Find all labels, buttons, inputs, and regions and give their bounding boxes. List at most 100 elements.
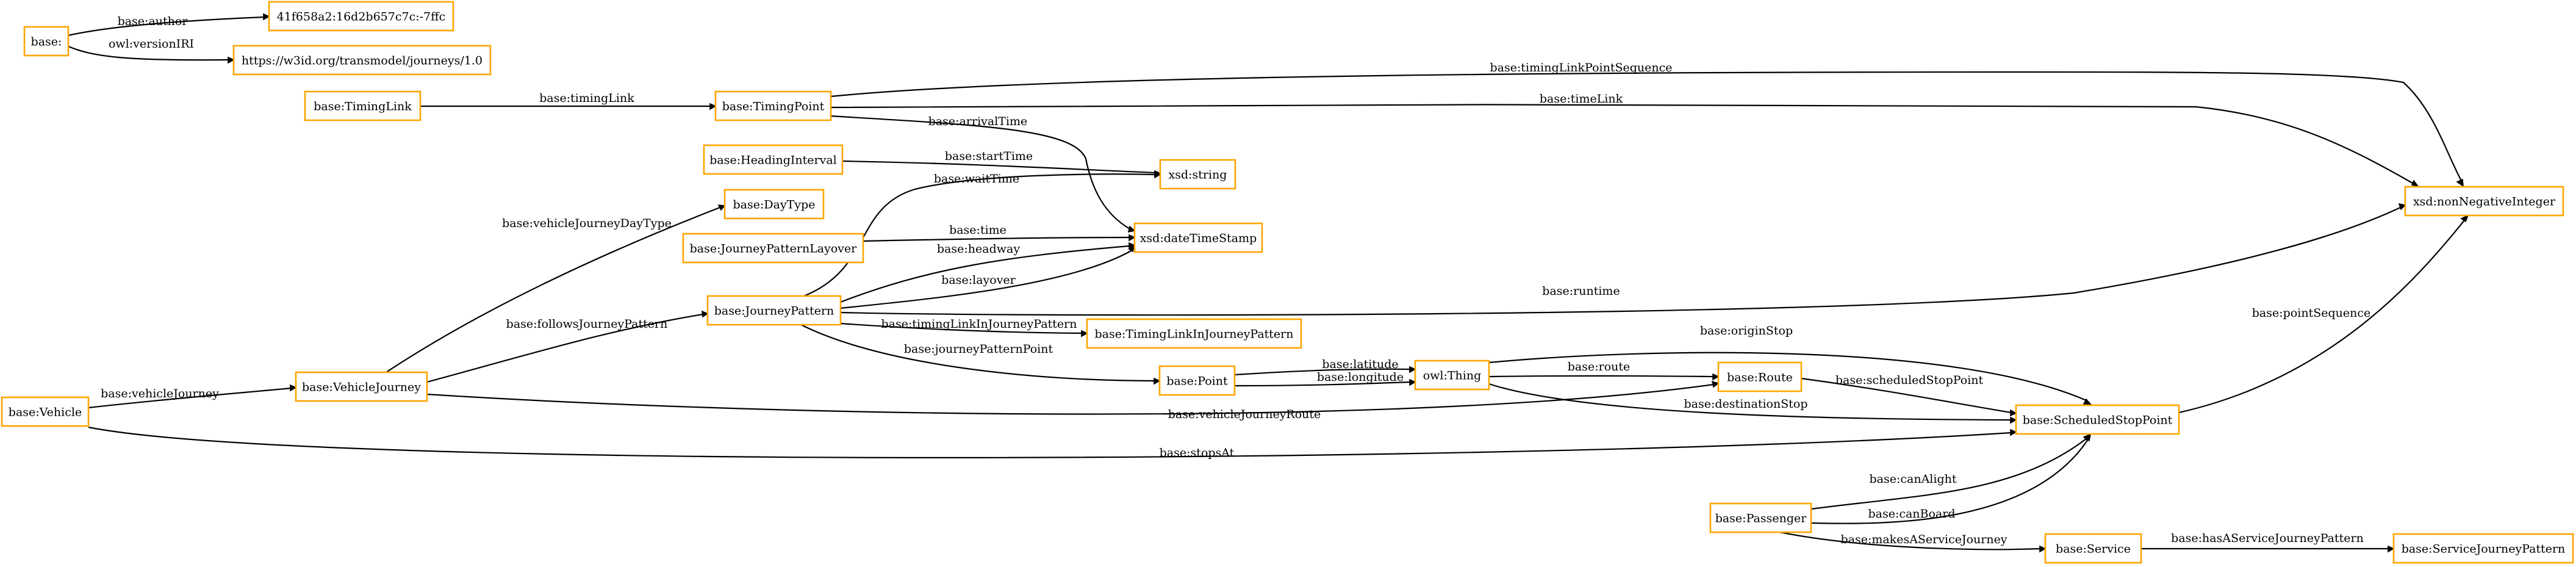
- edge-line: [1779, 531, 2041, 551]
- node-box[interactable]: [703, 144, 844, 175]
- arrowhead-icon: [2010, 428, 2017, 436]
- arrowhead-icon: [2010, 416, 2017, 424]
- node-day-type[interactable]: base:DayType: [723, 189, 825, 220]
- edge-originstop: base:originStop: [1488, 324, 2092, 405]
- edge-label: base:vehicleJourneyRoute: [1168, 408, 1321, 421]
- arrowhead-icon: [1712, 373, 1720, 381]
- node-box[interactable]: [23, 26, 70, 57]
- edge-line: [840, 245, 1130, 303]
- arrowhead-icon: [1409, 366, 1416, 374]
- edge-timelink: base:timeLink: [830, 92, 2419, 187]
- edge-label: base:makesAServiceJourney: [1840, 533, 2007, 546]
- edge-jppoint: base:journeyPatternPoint: [800, 324, 1161, 385]
- node-author-val[interactable]: 41f658a2:16d2b657c7c:-7ffc: [268, 1, 454, 32]
- edge-line: [842, 160, 1156, 174]
- node-box[interactable]: [1717, 361, 1803, 392]
- node-label: base:ServiceJourneyPattern: [2402, 543, 2566, 556]
- node-passenger[interactable]: base:Passenger: [1709, 502, 1812, 533]
- node-box[interactable]: [1709, 502, 1812, 533]
- arrowhead-icon: [701, 310, 709, 318]
- arrowhead-icon: [2010, 409, 2017, 417]
- node-box[interactable]: [1159, 159, 1236, 190]
- node-label: xsd:nonNegativeInteger: [2413, 195, 2556, 209]
- edge-line: [863, 236, 1130, 242]
- arrowhead-icon: [1711, 380, 1720, 388]
- node-service-journey-pattern[interactable]: base:ServiceJourneyPattern: [2392, 533, 2574, 564]
- edge-label: base:timeLink: [1540, 92, 1623, 106]
- edge-label: base:layover: [941, 273, 1016, 287]
- node-box[interactable]: [2044, 533, 2142, 564]
- node-label: base:JourneyPatternLayover: [690, 242, 858, 256]
- node-box[interactable]: [232, 45, 492, 76]
- node-xsd-datetimestamp[interactable]: xsd:dateTimeStamp: [1133, 222, 1263, 253]
- node-owl-thing[interactable]: owl:Thing: [1414, 359, 1490, 391]
- node-vehicle[interactable]: base:Vehicle: [1, 396, 90, 427]
- node-box[interactable]: [706, 295, 842, 326]
- edge-label: base:journeyPatternPoint: [904, 342, 1053, 356]
- node-timing-point[interactable]: base:TimingPoint: [714, 90, 832, 121]
- edge-label: base:route: [1568, 360, 1631, 374]
- edge-vehiclejourney: base:vehicleJourney: [88, 384, 297, 409]
- node-box[interactable]: [2404, 186, 2564, 217]
- node-journey-pattern[interactable]: base:JourneyPattern: [706, 295, 842, 326]
- edge-line: [1810, 439, 2089, 524]
- edge-line: [1488, 383, 2012, 421]
- arrowhead-icon: [2039, 545, 2047, 553]
- edge-tlinjp: base:timingLinkInJourneyPattern: [840, 317, 1088, 338]
- node-vehicle-journey[interactable]: base:VehicleJourney: [295, 371, 428, 402]
- node-jp-layover[interactable]: base:JourneyPatternLayover: [682, 233, 864, 264]
- arrowhead-icon: [2460, 214, 2469, 223]
- node-label: base:Passenger: [1715, 512, 1807, 525]
- edge-canalight: base:canAlight: [1810, 433, 2091, 510]
- node-box[interactable]: [2392, 533, 2574, 564]
- edge-line: [1234, 368, 1411, 376]
- node-box[interactable]: [723, 189, 825, 220]
- node-label: base:Vehicle: [9, 406, 82, 419]
- node-box[interactable]: [1086, 318, 1302, 349]
- node-label: base:Service: [2056, 543, 2131, 556]
- node-box[interactable]: [295, 371, 428, 402]
- node-box[interactable]: [1158, 365, 1236, 396]
- edge-runtime: base:runtime: [840, 203, 2406, 316]
- edge-line: [1488, 352, 2087, 402]
- arrowhead-icon: [1128, 234, 1136, 242]
- arrowhead-icon: [1128, 245, 1136, 253]
- node-version-iri[interactable]: https://w3id.org/transmodel/journeys/1.0: [232, 45, 492, 76]
- node-point[interactable]: base:Point: [1158, 365, 1236, 396]
- node-scheduled-stop-point[interactable]: base:ScheduledStopPoint: [2015, 404, 2180, 435]
- arrowhead-icon: [2398, 203, 2406, 211]
- node-box[interactable]: [1133, 222, 1263, 253]
- node-xsd-nonneg[interactable]: xsd:nonNegativeInteger: [2404, 186, 2564, 217]
- arrowhead-icon: [2388, 545, 2395, 553]
- node-label: base:TimingLink: [314, 100, 412, 114]
- node-box[interactable]: [2015, 404, 2180, 435]
- node-timing-link[interactable]: base:TimingLink: [304, 90, 422, 121]
- edge-vjdaytype: base:vehicleJourneyDayType: [386, 204, 726, 373]
- edge-label: base:vehicleJourney: [101, 387, 219, 400]
- edge-line: [88, 387, 292, 409]
- node-xsd-string[interactable]: xsd:string: [1159, 159, 1236, 190]
- node-box[interactable]: [268, 1, 454, 32]
- node-heading-interval[interactable]: base:HeadingInterval: [703, 144, 844, 175]
- arrowhead-icon: [1128, 242, 1136, 250]
- edge-label: base:canAlight: [1869, 472, 1956, 486]
- node-box[interactable]: [682, 233, 864, 264]
- node-route[interactable]: base:Route: [1717, 361, 1803, 392]
- edge-line: [68, 16, 265, 37]
- node-label: 41f658a2:16d2b657c7c:-7ffc: [277, 10, 446, 24]
- node-box[interactable]: [304, 90, 422, 121]
- node-box[interactable]: [1414, 359, 1490, 391]
- edge-pointseq: base:pointSequence: [2178, 214, 2469, 414]
- node-label: https://w3id.org/transmodel/journeys/1.0: [242, 54, 483, 68]
- node-box[interactable]: [1, 396, 90, 427]
- edge-label: base:waitTime: [934, 172, 1019, 186]
- edge-line: [840, 322, 1083, 334]
- edge-stopsat: base:stopsAt: [88, 426, 2017, 460]
- node-service[interactable]: base:Service: [2044, 533, 2142, 564]
- arrowhead-icon: [1409, 378, 1416, 386]
- node-box[interactable]: [714, 90, 832, 121]
- node-base-root[interactable]: base:: [23, 26, 70, 57]
- node-tl-in-jp[interactable]: base:TimingLinkInJourneyPattern: [1086, 318, 1302, 349]
